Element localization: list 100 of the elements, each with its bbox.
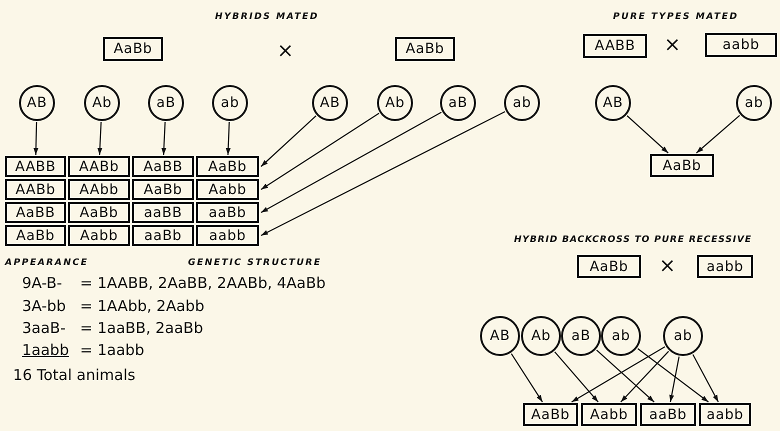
genotype-label: aaBb	[144, 228, 182, 242]
gamete-circle	[595, 85, 631, 121]
genotype-label: aabb	[706, 260, 744, 274]
genotype-label: Aabb	[80, 228, 118, 242]
genotype-label: AaBb	[406, 42, 444, 56]
gamete-circle	[312, 85, 348, 121]
genotype-label: AaBB	[143, 160, 183, 174]
arrow	[34, 122, 38, 156]
gamete-circle	[377, 85, 413, 121]
genotype-label: AaBb	[144, 182, 182, 196]
genotype-label: AAbb	[79, 182, 119, 196]
arrow	[97, 122, 102, 156]
genotype-label: aaBb	[208, 206, 246, 220]
gamete-circle	[736, 85, 772, 121]
genotype-label: AABb	[78, 160, 120, 174]
genotype-label: AaBb	[80, 206, 118, 220]
gamete-circle	[148, 85, 184, 121]
cross-sign: ×	[659, 255, 676, 275]
gamete-circle	[480, 316, 520, 356]
genotype-box	[5, 202, 66, 223]
genotype-box	[577, 255, 641, 278]
arrow	[571, 346, 666, 403]
gamete-label: ab	[612, 329, 630, 343]
gamete-circle	[84, 85, 120, 121]
genotype-box	[583, 34, 647, 58]
genotype-label: Aabb	[208, 182, 246, 196]
genotype-box	[523, 403, 578, 426]
genotype-box	[196, 225, 259, 246]
arrow	[696, 115, 740, 154]
genotype-box	[196, 202, 259, 223]
genotype-label: aaBb	[649, 408, 687, 422]
arrow	[260, 115, 316, 167]
arrow	[554, 351, 599, 402]
gamete-circle	[19, 85, 55, 121]
gamete-label: AB	[602, 96, 624, 110]
arrow	[620, 350, 670, 402]
genotype-box	[5, 179, 66, 200]
gamete-label: Ab	[385, 96, 405, 110]
arrow	[260, 112, 442, 214]
arrow	[260, 112, 380, 190]
genotype-label: AABB	[594, 39, 636, 53]
genotype-box	[132, 156, 194, 177]
gamete-circle	[212, 85, 248, 121]
gamete-circle	[601, 316, 641, 356]
gamete-circle	[504, 85, 540, 121]
total-count: 16 Total animals	[13, 368, 136, 383]
arrow	[692, 354, 719, 402]
gamete-label: ab	[674, 329, 692, 343]
arrow	[596, 350, 655, 402]
phenotype-count: 3A-bb	[22, 299, 66, 314]
arrow	[260, 111, 506, 236]
arrow	[669, 356, 680, 402]
genotype-box	[5, 156, 66, 177]
genotype-box	[68, 225, 130, 246]
genotype-ratio: = 1aaBB, 2aaBb	[80, 321, 204, 336]
gamete-label: aB	[571, 329, 591, 343]
gamete-label: AB	[490, 329, 510, 343]
genotype-label: aabb	[209, 228, 246, 242]
genotype-label: AABb	[15, 182, 56, 196]
arrow	[226, 122, 231, 156]
genotype-ratio: = 1AAbb, 2Aabb	[80, 299, 204, 314]
genotype-box	[697, 255, 753, 278]
genotype-box	[68, 156, 130, 177]
genotype-box	[699, 403, 751, 426]
genotype-box	[132, 179, 194, 200]
genotype-label: AaBb	[531, 408, 570, 422]
genotype-label: AaBb	[208, 160, 247, 174]
phenotype-count: 1aabb	[22, 343, 69, 358]
section-title: PURE TYPES MATED	[613, 13, 739, 22]
gamete-label: ab	[220, 96, 240, 110]
section-title: HYBRIDS MATED	[215, 13, 319, 22]
genotype-label: aabb	[722, 38, 760, 52]
genotype-label: AaBb	[662, 158, 702, 172]
gamete-circle	[521, 316, 561, 356]
phenotype-count: 9A-B-	[22, 276, 62, 291]
genotype-box	[68, 179, 130, 200]
genotype-ratio: = 1aabb	[80, 343, 144, 358]
genotype-box	[395, 37, 455, 61]
gamete-circle	[440, 85, 476, 121]
gamete-label: AB	[26, 96, 48, 110]
gamete-circle	[663, 316, 703, 356]
genotype-box	[650, 154, 714, 177]
gamete-label: AB	[320, 96, 340, 110]
phenotype-count: 3aaB-	[22, 321, 66, 336]
genotype-box	[196, 179, 259, 200]
column-heading: APPEARANCE	[5, 259, 88, 268]
genotype-label: AaBB	[16, 206, 56, 220]
arrow	[626, 115, 669, 154]
gamete-label: Ab	[531, 329, 551, 343]
gamete-label: Ab	[92, 96, 112, 110]
gamete-label: aB	[448, 96, 468, 110]
cross-sign: ×	[277, 40, 294, 60]
genotype-label: AaBb	[16, 228, 55, 242]
arrow	[637, 348, 709, 402]
arrow	[161, 122, 166, 156]
genotype-label: aabb	[706, 408, 744, 422]
genotype-box	[68, 202, 130, 223]
genotype-box	[196, 156, 259, 177]
genotype-label: AaBb	[590, 260, 628, 274]
cross-sign: ×	[664, 34, 681, 54]
